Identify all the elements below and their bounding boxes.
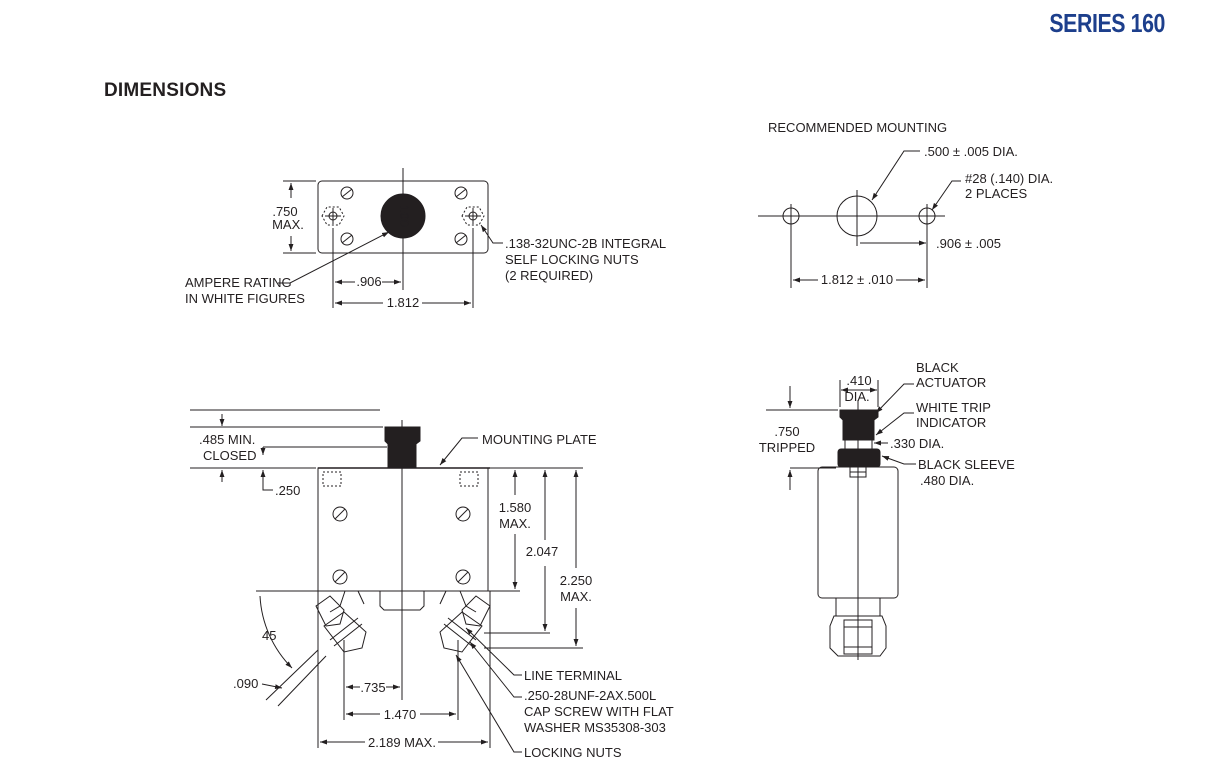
ampere-rating-label: 100	[397, 205, 412, 227]
center-hole-note: .500 ± .005 DIA.	[924, 144, 1018, 159]
nuts-note-line3: (2 REQUIRED)	[505, 268, 593, 283]
dim-090: .090	[233, 676, 258, 691]
dim-906-005: .906 ± .005	[936, 236, 1001, 251]
cap-screw-line3: WASHER MS35308-303	[524, 720, 666, 735]
dim-485-line1: .485 MIN.	[199, 432, 255, 447]
locking-nuts-label: LOCKING NUTS	[524, 745, 622, 760]
screw-icon	[340, 186, 468, 246]
locking-nut-icon	[321, 206, 485, 226]
dim-410-dia: DIA.	[844, 389, 869, 404]
dim-1812-010: 1.812 ± .010	[821, 272, 893, 287]
nuts-note-line2: SELF LOCKING NUTS	[505, 252, 639, 267]
dim-height: .750	[272, 204, 297, 219]
dim-2250-max: MAX.	[560, 589, 592, 604]
nuts-note-line1: .138-32UNC-2B INTEGRAL	[505, 236, 666, 251]
line-terminal-label: LINE TERMINAL	[524, 668, 622, 683]
black-sleeve-line2: .480 DIA.	[920, 473, 974, 488]
dim-906: .906	[356, 274, 381, 289]
dim-angle: 45	[262, 628, 276, 643]
dim-2047: 2.047	[526, 544, 559, 559]
black-sleeve	[837, 448, 881, 468]
cap-screw-line1: .250-28UNF-2AX.500L	[524, 688, 656, 703]
dim-750-tripped-line1: .750	[774, 424, 799, 439]
terminal-left	[265, 590, 367, 707]
terminal-right	[439, 590, 491, 653]
side-view	[766, 380, 916, 660]
white-trip-line2: INDICATOR	[916, 415, 986, 430]
top-view	[278, 168, 503, 308]
front-view	[190, 409, 583, 753]
black-actuator-line1: BLACK	[916, 360, 959, 375]
side-hole-note-line2: 2 PLACES	[965, 186, 1027, 201]
side-hole-note-line1: #28 (.140) DIA.	[965, 171, 1053, 186]
mounting-title: RECOMMENDED MOUNTING	[768, 120, 947, 135]
dim-1812: 1.812	[387, 295, 420, 310]
dim-485-line2: CLOSED	[203, 448, 256, 463]
dim-410: .410	[846, 373, 871, 388]
ampere-note-line2: IN WHITE FIGURES	[185, 291, 305, 306]
dim-750-tripped-line2: TRIPPED	[759, 440, 815, 455]
screw-icon	[332, 506, 471, 585]
dim-250: .250	[275, 483, 300, 498]
mounting-plate-label: MOUNTING PLATE	[482, 432, 597, 447]
dim-330: .330 DIA.	[890, 436, 944, 451]
dim-height-max: MAX.	[272, 217, 304, 232]
dim-735: .735	[360, 680, 385, 695]
breaker-body	[317, 467, 489, 592]
dim-1470: 1.470	[384, 707, 417, 722]
dim-2250: 2.250	[560, 573, 593, 588]
mounting-diagram	[758, 150, 961, 288]
black-actuator	[839, 409, 879, 441]
dim-1580-max: MAX.	[499, 516, 531, 531]
white-trip-line1: WHITE TRIP	[916, 400, 991, 415]
section-heading: DIMENSIONS	[104, 80, 227, 101]
series-title: SERIES 160	[1049, 8, 1165, 38]
actuator-cap	[384, 426, 421, 469]
ampere-note-line1: AMPERE RATING	[185, 275, 292, 290]
cap-screw-line2: CAP SCREW WITH FLAT	[524, 704, 674, 719]
dim-1580: 1.580	[499, 500, 532, 515]
black-actuator-line2: ACTUATOR	[916, 375, 986, 390]
dim-2189: 2.189 MAX.	[368, 735, 436, 750]
black-sleeve-line1: BLACK SLEEVE	[918, 457, 1015, 472]
